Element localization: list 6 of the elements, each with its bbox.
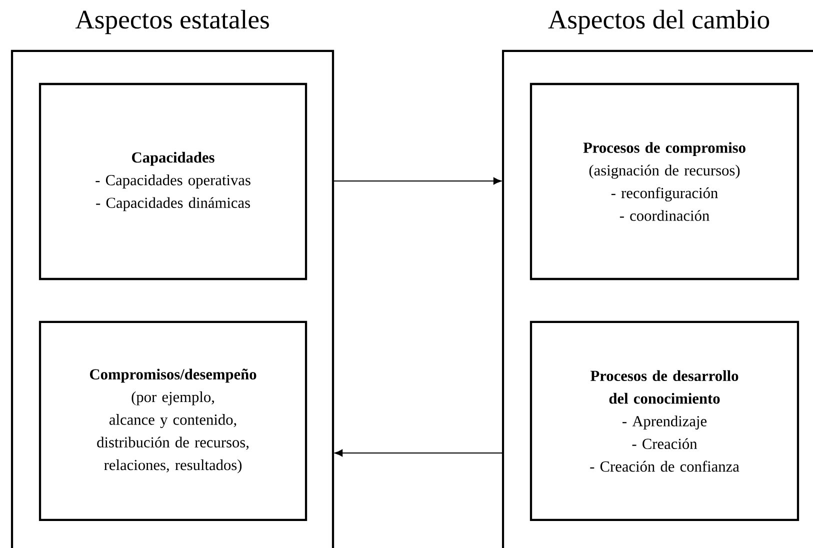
- arrow: [332, 177, 502, 185]
- text-box: Capacidades - Capacidades operativas - Capacidades dinámicas: [38, 82, 308, 280]
- text-box: Procesos de desarrollo del conocimiento - Aprendizaje - Creación - Creación de confianza: [530, 320, 800, 522]
- text-box: Procesos de compromiso (asignación de recursos) - reconfiguración - coordinación: [530, 82, 800, 280]
- text-box: Compromisos/desempeño (por ejemplo, alcance y contenido, distribución de recursos, relaciones, resultados): [38, 320, 308, 522]
- arrow: [334, 449, 504, 457]
